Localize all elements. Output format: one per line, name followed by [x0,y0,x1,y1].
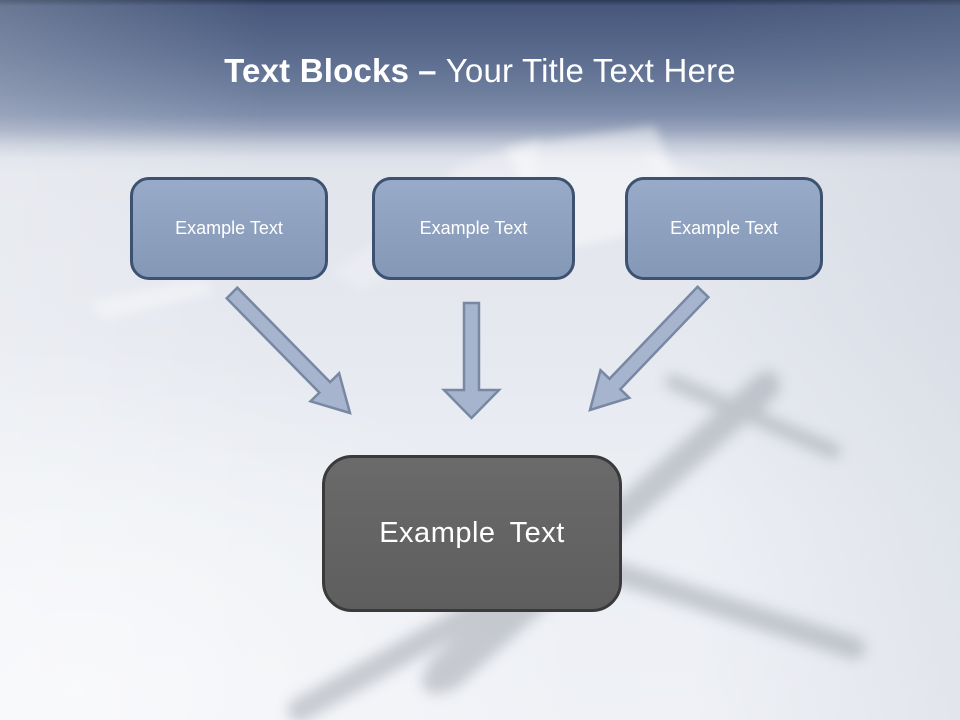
title-separator: – [418,52,437,89]
text-block-1: Example Text [130,177,328,280]
title-text-rest: Your Title Text Here [445,52,736,89]
center-text-block: Example Text [322,455,622,612]
title-text-bold: Text Blocks [224,52,410,89]
text-block-2-label: Example Text [419,218,528,238]
center-text-block-label: Example Text [379,517,565,549]
slide-title: Text Blocks–Your Title Text Here [0,52,960,90]
text-block-3-label: Example Text [670,218,778,238]
text-block-1-label: Example Text [175,218,283,238]
text-block-2: Example Text [372,177,575,280]
text-block-3: Example Text [625,177,823,280]
